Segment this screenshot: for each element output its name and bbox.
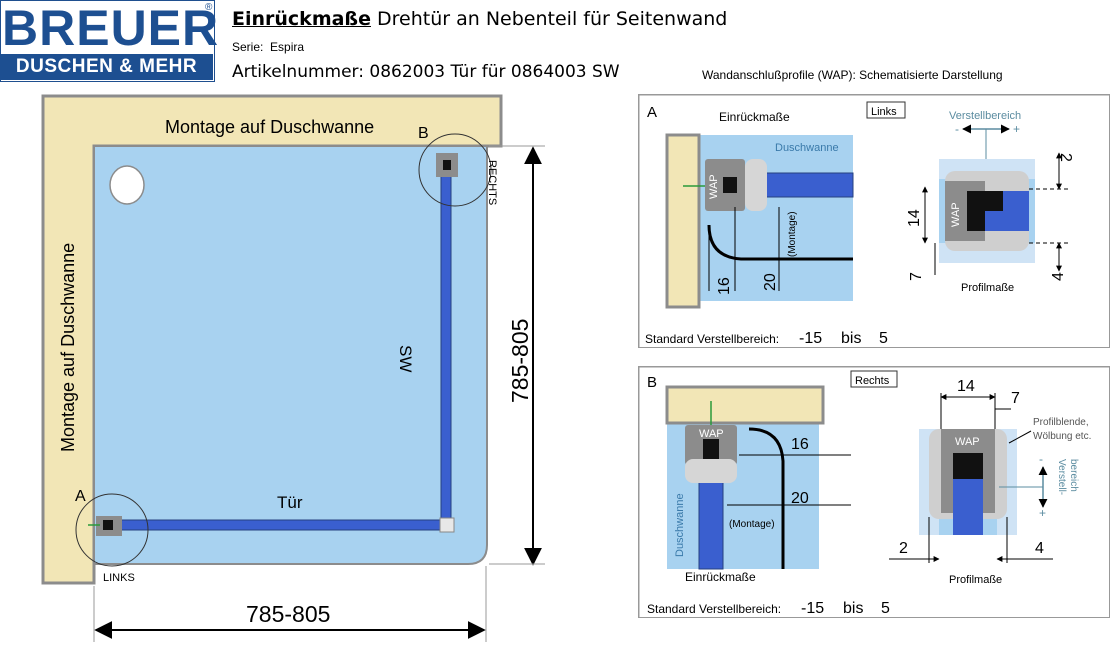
panel-b-dim-14: 14: [957, 378, 975, 395]
panel-b-std-bis: bis: [843, 600, 863, 617]
panel-b-dim-2: 2: [899, 540, 908, 557]
wap-title: Wandanschlußprofile (WAP): Schematisiert…: [702, 68, 1003, 82]
panel-a-montage: (Montage): [787, 211, 798, 257]
panel-a-profile-core-2: [967, 211, 985, 231]
panel-a-std-bis: bis: [841, 330, 861, 347]
panel-b-plus: +: [1039, 506, 1046, 520]
main-plan-drawing: Montage auf Duschwanne Montage auf Dusch…: [41, 94, 545, 642]
serie-label: Serie:: [232, 40, 264, 54]
panel-b-dim-16: 16: [791, 436, 809, 453]
panel-b-tag: Rechts: [855, 375, 890, 387]
panel-a-adjust-label: Verstellbereich: [949, 110, 1021, 122]
panel-b-profile-core-1: [953, 453, 968, 479]
panel-b-std-label: Standard Verstellbereich:: [647, 602, 781, 616]
panel-a-tag: Links: [871, 106, 897, 118]
detail-circle-a: [75, 493, 149, 567]
page-title: Einrückmaße Drehtür an Nebenteil für Sei…: [232, 8, 727, 30]
detail-panel-a: A Einrückmaße Links Duschwanne WAP (Mont…: [638, 94, 1110, 348]
detail-circle-b: [418, 133, 492, 207]
sidewall-profile: [440, 167, 452, 525]
drain-icon: [109, 165, 145, 205]
panel-b-std-from: -15: [801, 600, 824, 617]
shower-tray: [93, 145, 488, 565]
panel-b-std-to: 5: [881, 600, 890, 617]
panel-a-wap-cover: [745, 159, 767, 211]
panel-a-dim-14: 14: [906, 209, 923, 227]
label-links: LINKS: [103, 572, 135, 584]
label-montage-left: Montage auf Duschwanne: [58, 243, 78, 452]
panel-a-wap-label: WAP: [708, 174, 720, 199]
logo-registered: ®: [205, 2, 213, 13]
panel-a-tray-label: Duschwanne: [775, 142, 839, 154]
detail-panel-b: B Rechts WAP Duschwanne 16 20 (Montage) …: [638, 366, 1110, 618]
panel-b-note-2: Wölbung etc.: [1033, 431, 1091, 442]
logo-brand: BREUER: [2, 0, 220, 56]
panel-a-wap-core: [723, 177, 737, 193]
serie-value: Espira: [270, 40, 305, 54]
label-rechts: RECHTS: [486, 160, 498, 205]
series-line: Serie: Espira: [232, 40, 304, 54]
panel-b-tag-box: [850, 370, 898, 388]
panel-a-dim-16: 16: [716, 277, 733, 295]
panel-a-profile-core-3: [985, 191, 1003, 211]
panel-b-profile-core-2: [968, 453, 983, 479]
title-bold: Einrückmaße: [232, 8, 371, 30]
panel-a-wall: [665, 133, 701, 309]
label-door: Tür: [277, 493, 303, 512]
panel-b-wall: [665, 385, 825, 425]
article-value: 0862003 Tür für 0864003 SW: [369, 62, 620, 82]
article-label: Artikelnummer:: [232, 62, 364, 82]
panel-b-dim-4: 4: [1035, 540, 1044, 557]
panel-a-std-to: 5: [879, 330, 888, 347]
panel-a-profile-caption: Profilmaße: [961, 282, 1014, 294]
wap-b-core: [443, 160, 451, 170]
panel-a-letter: A: [647, 104, 657, 121]
panel-b-letter: B: [647, 374, 657, 391]
panel-b-profile-wap-label: WAP: [955, 436, 980, 448]
panel-b-wap-core: [703, 439, 719, 459]
panel-a-dim-2: 2: [1057, 153, 1074, 162]
logo-tagline: DUSCHEN & MEHR: [0, 54, 213, 80]
logo-frame: [0, 0, 215, 82]
panel-b-montage: (Montage): [729, 519, 775, 530]
panel-a-dim-20: 20: [762, 273, 779, 291]
corner-joint: [439, 517, 455, 533]
label-corner-a: A: [75, 488, 86, 505]
label-sidewall: SW: [396, 345, 415, 372]
panel-b-wap-label: WAP: [699, 428, 724, 440]
panel-a-tag-box: [866, 101, 906, 119]
panel-a-heading: Einrückmaße: [719, 110, 790, 124]
panel-b-dim-20: 20: [791, 490, 809, 507]
panel-b-adjust-2: bereich: [1068, 459, 1079, 492]
panel-b-note-pointer: [1008, 430, 1032, 444]
label-dim-width: 785-805: [246, 601, 330, 627]
panel-a-minus: -: [955, 122, 959, 136]
panel-a-dim-7: 7: [908, 272, 925, 281]
panel-b-tray-edge: [748, 427, 785, 569]
panel-a-plus: +: [1013, 122, 1020, 136]
panel-b-dim-7: 7: [1011, 390, 1020, 407]
panel-a-profile-core-1: [967, 191, 985, 211]
title-rest: Drehtür an Nebenteil für Seitenwand: [370, 8, 728, 30]
panel-a-std-label: Standard Verstellbereich:: [645, 332, 779, 346]
panel-b-heading: Einrückmaße: [685, 570, 756, 584]
wap-a-core: [103, 520, 113, 530]
door-profile: [111, 519, 443, 531]
article-line: Artikelnummer: 0862003 Tür für 0864003 S…: [232, 62, 620, 82]
label-corner-b: B: [418, 125, 429, 142]
brand-logo: BREUER ® DUSCHEN & MEHR: [0, 0, 218, 82]
panel-a-profile-wap-label: WAP: [950, 202, 962, 227]
panel-b-adjust-1: Verstell-: [1056, 459, 1067, 495]
label-montage-top: Montage auf Duschwanne: [165, 117, 374, 137]
panel-b-tray-label: Duschwanne: [674, 493, 686, 557]
panel-b-profile-caption: Profilmaße: [949, 574, 1002, 586]
panel-b-note-1: Profilblende,: [1033, 417, 1089, 428]
label-dim-depth: 785-805: [507, 319, 533, 403]
panel-b-minus: -: [1039, 452, 1043, 466]
panel-a-std-from: -15: [799, 330, 822, 347]
panel-b-profile-glass: [953, 479, 983, 535]
panel-a-dim-4: 4: [1050, 272, 1067, 281]
panel-b-wap-cover: [685, 459, 737, 483]
